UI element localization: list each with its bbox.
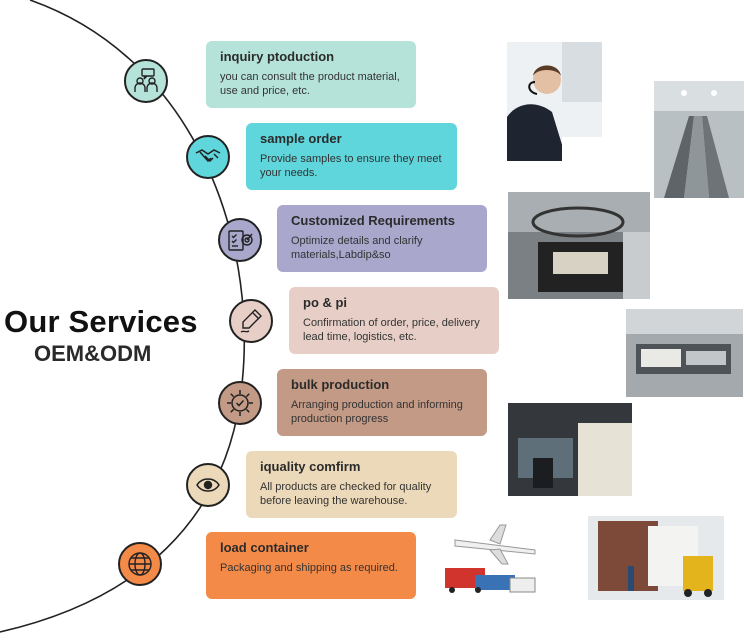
pen-signing-icon [229,299,273,343]
step-card-sample: sample order Provide samples to ensure t… [246,123,457,190]
checklist-target-icon [218,218,262,262]
step-desc: you can consult the product material, us… [220,71,400,97]
photo-customer-service [507,42,602,161]
step-card-customized: Customized Requirements Optimize details… [277,205,487,272]
photo-knitting-machine [508,192,650,299]
photo-logistics-transport [440,520,550,600]
photo-textile-mill [654,81,744,198]
step-title: Customized Requirements [291,213,455,228]
step-title: sample order [260,131,342,146]
step-card-quality: iquality comfirm All products are checke… [246,451,457,518]
step-title: iquality comfirm [260,459,361,474]
step-card-po-pi: po & pi Confirmation of order, price, de… [289,287,499,354]
globe-icon [118,542,162,586]
step-title: load container [220,540,309,555]
gear-icon [218,381,262,425]
step-desc: Packaging and shipping as required. [220,562,398,574]
photo-container-loading [588,516,724,600]
step-title: inquiry ptoduction [220,49,335,64]
step-desc: All products are checked for quality bef… [260,481,432,507]
step-desc: Confirmation of order, price, delivery l… [303,317,480,343]
step-card-load: load container Packaging and shipping as… [206,532,416,599]
page-title: Our Services [4,304,198,339]
step-desc: Optimize details and clarify materials,L… [291,235,423,261]
handshake-icon [186,135,230,179]
consultation-icon [124,59,168,103]
photo-warehouse-fabric [508,403,632,496]
photo-production-line [626,309,743,397]
step-desc: Provide samples to ensure they meet your… [260,153,442,179]
step-desc: Arranging production and informing produ… [291,399,463,425]
step-card-inquiry: inquiry ptoduction you can consult the p… [206,41,416,108]
step-card-bulk: bulk production Arranging production and… [277,369,487,436]
step-title: po & pi [303,295,348,310]
step-title: bulk production [291,377,390,392]
eye-icon [186,463,230,507]
page-subtitle: OEM&ODM [34,341,152,366]
